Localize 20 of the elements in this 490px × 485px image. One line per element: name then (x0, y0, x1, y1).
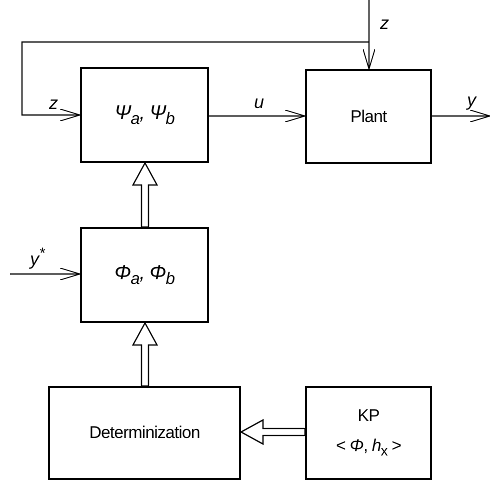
node-label: KP (358, 406, 380, 426)
arrow (21, 41, 369, 122)
process-box (80, 227, 209, 323)
hollow-arrow (240, 418, 306, 446)
process-box (305, 386, 432, 480)
arrow (362, 0, 376, 70)
controller-box (80, 67, 209, 163)
node-label: Ψ$_{a}$, Ψ$_{b}$ (114, 102, 174, 128)
hollow-arrow (132, 322, 158, 387)
node-label: Plant (350, 106, 387, 126)
process-box (48, 386, 241, 480)
edge-label: y$^{*}$ (29, 246, 46, 268)
plant-box (305, 69, 432, 164)
arrow (10, 268, 80, 280)
node-label: Φ$_{a}$, Φ$_{b}$ (114, 262, 175, 288)
node-label: < Φ, h$_{x}$ > (336, 436, 402, 460)
arrow (432, 110, 490, 122)
node-label: Determinization (89, 423, 200, 443)
arrow (209, 110, 306, 122)
hollow-arrow (132, 162, 158, 228)
